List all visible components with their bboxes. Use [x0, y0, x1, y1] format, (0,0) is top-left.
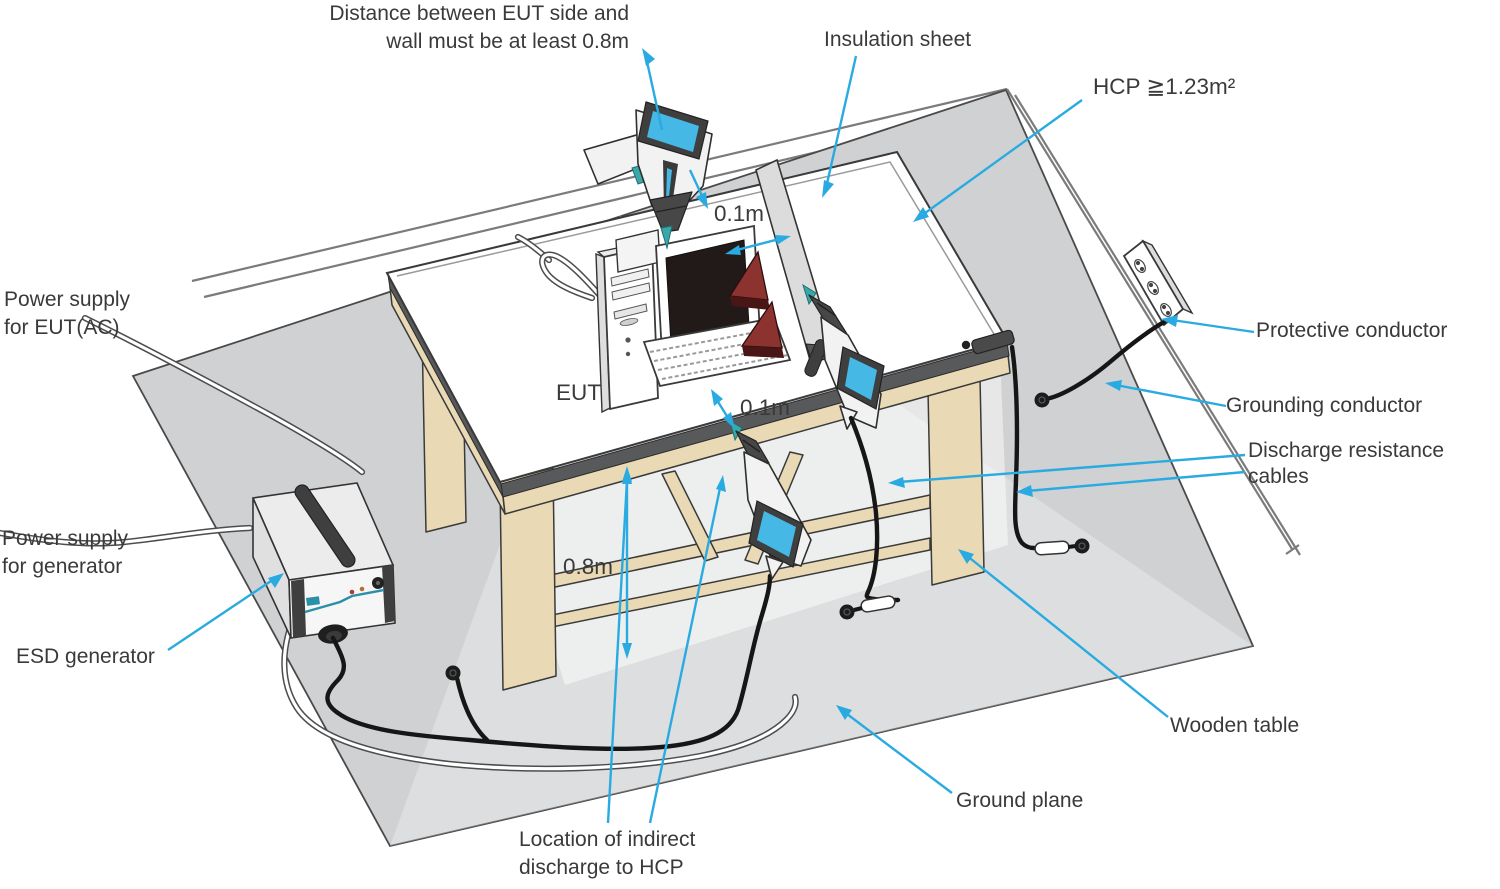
generator-handle [294, 484, 356, 568]
esd-gun-vcp [802, 283, 885, 430]
leader-insulation-sheet [824, 55, 858, 189]
resistance-unit [1034, 540, 1070, 556]
gun-discharge-tip [660, 225, 673, 250]
label-protective-conductor: Protective conductor [1256, 319, 1447, 342]
leader-distance-wall [644, 56, 664, 131]
leader-indirect-2 [648, 487, 722, 824]
label-hcp: HCP ≧1.23m² [1093, 74, 1236, 99]
discharge-resistance-cable-gun [839, 415, 901, 620]
label-power-supply-generator-1: Power supply [2, 527, 129, 550]
label-wooden-table: Wooden table [1170, 714, 1299, 737]
leader-wooden-table [965, 554, 1169, 718]
panel-bracket-base [742, 346, 784, 358]
generator-ground-stub [454, 675, 490, 743]
generator-output-cable [325, 573, 773, 752]
esd-gun-under-table [729, 419, 812, 580]
label-dim-01m-bottom: 0.1m [740, 395, 790, 420]
hcp-ground-clamp [961, 329, 1015, 355]
label-discharge-cables-2: cables [1248, 465, 1309, 488]
label-insulation-sheet: Insulation sheet [824, 28, 971, 51]
leader-discharge-cables-2 [1026, 470, 1246, 493]
leader-indirect-1 [606, 479, 629, 824]
power-strip [1122, 239, 1194, 327]
leader-lines [167, 48, 1255, 824]
grounding-conductor-cable [1034, 319, 1167, 408]
table-brace-left [661, 470, 719, 562]
label-discharge-cables-1: Discharge resistance [1248, 439, 1444, 462]
discharge-resistance-cable-hcp [1009, 344, 1090, 556]
wooden-table [385, 150, 1011, 691]
leader-esd-generator [167, 578, 275, 651]
label-ground-plane: Ground plane [956, 789, 1083, 812]
leader-hcp [920, 99, 1083, 217]
label-distance-wall-2: wall must be at least 0.8m [385, 30, 629, 53]
label-power-supply-eut-2: for EUT(AC) [4, 316, 120, 339]
ground-connector [445, 665, 461, 681]
ground-connector [1034, 392, 1050, 408]
label-dim-08m: 0.8m [563, 554, 613, 579]
label-esd-generator: ESD generator [16, 645, 155, 668]
panel-bracket-base [730, 296, 770, 310]
label-indirect-2: discharge to HCP [519, 856, 684, 879]
leader-ground-plane [842, 710, 953, 794]
label-distance-wall-1: Distance between EUT side and [329, 2, 629, 25]
ground-connector [839, 604, 855, 620]
dim-eut-panel-gap [732, 236, 784, 253]
eut-power-cord-loop [514, 233, 608, 304]
leader-grounding-conductor [1115, 383, 1227, 408]
insulation-sheet-edge-outline [396, 161, 1001, 345]
ground-connector [1074, 538, 1090, 554]
labels: Distance between EUT side and wall must … [2, 2, 1447, 879]
label-power-supply-generator-2: for generator [2, 555, 122, 578]
leader-protective-conductor [1171, 318, 1255, 334]
label-indirect-1: Location of indirect [519, 828, 695, 851]
label-dim-01m-top: 0.1m [714, 201, 764, 226]
esd-generator-box [251, 482, 396, 644]
table-leg-front-right [927, 376, 985, 586]
label-power-supply-eut-1: Power supply [4, 288, 131, 311]
power-strip-outlets [1134, 259, 1172, 317]
power-cord-eut [81, 314, 799, 772]
label-grounding-conductor: Grounding conductor [1226, 394, 1422, 417]
leader-discharge-cables-1 [898, 453, 1246, 484]
label-eut: EUT [556, 380, 601, 405]
power-cord-generator [0, 524, 254, 547]
eut-pc-tower [595, 241, 659, 414]
